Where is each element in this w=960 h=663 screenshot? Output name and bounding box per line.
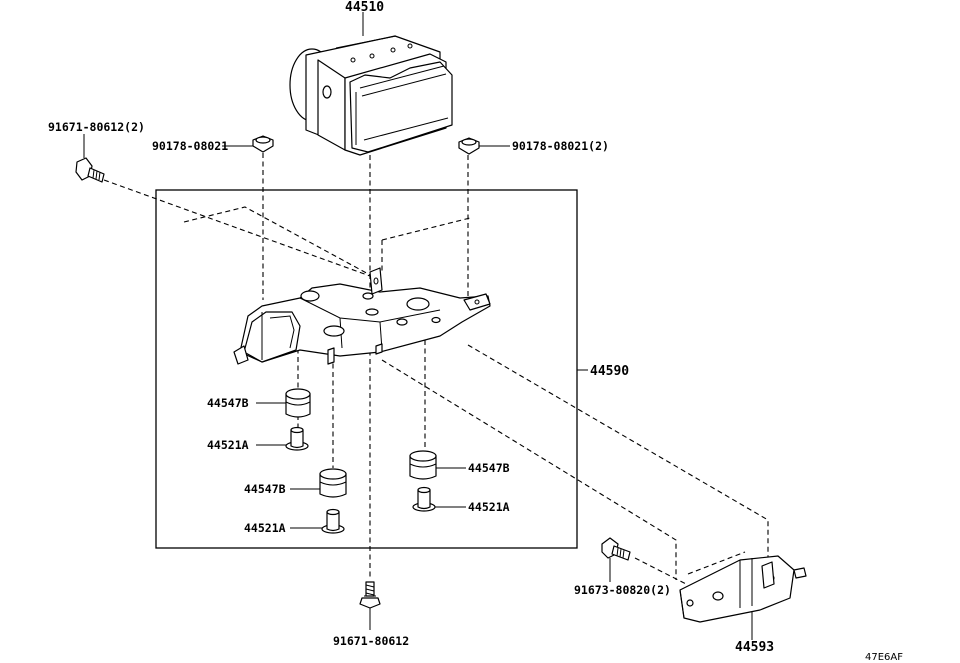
collar-left-upper[interactable]: [285, 426, 309, 451]
bolt-left-top[interactable]: [75, 157, 105, 183]
label-nut-left: 90178-08021: [152, 139, 228, 153]
cushion-left-upper[interactable]: [285, 388, 311, 418]
label-collar-left-upper: 44521A: [207, 438, 249, 452]
drawing-code: 47E6AF: [865, 652, 903, 663]
cushion-right[interactable]: [409, 450, 437, 480]
nut-left[interactable]: [252, 135, 274, 153]
label-cushion-left-upper: 44547B: [207, 396, 249, 410]
label-44590: 44590: [590, 364, 629, 379]
label-nut-right: 90178-08021(2): [512, 139, 609, 153]
assembly-frame: [155, 189, 578, 549]
assembly-guide-lines: [103, 153, 769, 586]
label-collar-left-lower: 44521A: [244, 521, 286, 535]
bolt-lower-right[interactable]: [601, 537, 631, 561]
bracket-44590[interactable]: [233, 267, 491, 365]
collar-right[interactable]: [412, 486, 436, 512]
label-bolt-bottom: 91671-80612: [333, 634, 409, 648]
label-44510: 44510: [345, 0, 384, 15]
label-cushion-left-lower: 44547B: [244, 482, 286, 496]
label-cushion-right: 44547B: [468, 461, 510, 475]
nut-right[interactable]: [458, 137, 480, 155]
collar-left-lower[interactable]: [321, 508, 345, 534]
label-44593: 44593: [735, 640, 774, 655]
label-bolt-left-top: 91671-80612(2): [48, 120, 145, 134]
abs-actuator-44510[interactable]: [289, 35, 453, 156]
label-bolt-lower-right: 91673-80820(2): [574, 583, 671, 597]
cushion-left-lower[interactable]: [319, 468, 347, 498]
label-collar-right: 44521A: [468, 500, 510, 514]
bracket-44593[interactable]: [679, 555, 807, 623]
bolt-bottom[interactable]: [359, 581, 381, 609]
